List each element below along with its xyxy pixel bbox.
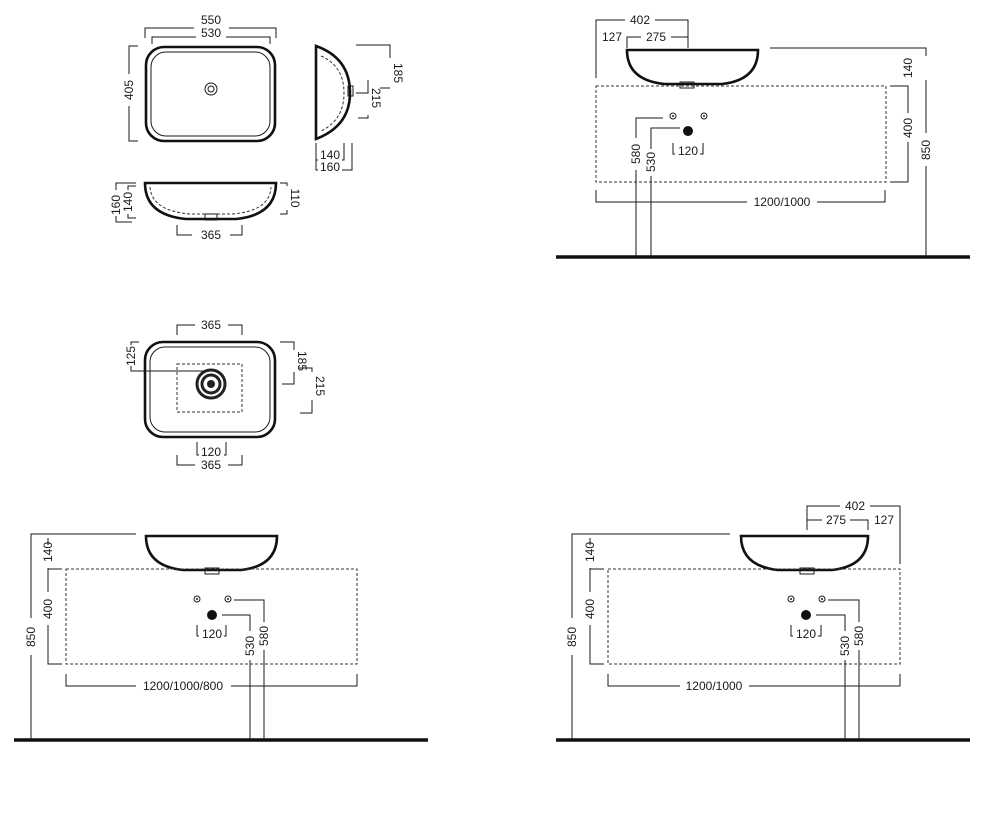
dim-ebr-402: 402 [845,499,865,513]
dim-ebr-530: 530 [838,636,852,656]
basin-elevation [625,48,760,86]
top-view: 550 530 405 [122,13,277,143]
waste-pipe-hole [801,610,811,620]
elevation-bottom-right: 402 275 127 850 140 400 530 580 120 1200… [556,499,970,742]
dim-front-160: 160 [109,195,123,215]
dim-etr-580: 580 [629,144,643,164]
dim-ebl-580: 580 [257,626,271,646]
dim-depth: 405 [122,80,136,100]
dim-overall-width: 550 [201,13,221,27]
dim-etr-850: 850 [919,140,933,160]
dim-ebl-140: 140 [41,542,55,562]
dim-drain-120: 120 [201,445,221,459]
dim-front-110: 110 [288,188,302,207]
basin-top-inner [150,51,271,137]
dim-ebr-127: 127 [874,513,894,527]
cabinet-outline [65,568,358,665]
dim-side-160: 160 [320,160,340,174]
dim-drain-365-bottom: 365 [201,458,221,472]
basin-top-outline [144,45,277,143]
dim-ebl-850: 850 [24,627,38,647]
basin-elevation [739,534,870,572]
basin-front-profile [143,181,278,221]
dim-front-365: 365 [201,228,221,242]
dim-ebr-400: 400 [583,599,597,619]
dim-etr-530: 530 [644,152,658,172]
dim-etr-120: 120 [678,144,698,158]
dim-etr-140: 140 [901,58,915,78]
dim-side-185: 185 [391,63,405,83]
side-view: 185 215 140 160 [314,44,405,174]
elevation-bottom-left: 850 140 400 530 580 120 1200/1000/800 [14,533,428,742]
dim-ebr-140: 140 [583,542,597,562]
drain-hole [204,82,218,96]
dim-front-140: 140 [121,192,135,212]
dim-etr-widths: 1200/1000 [754,195,811,209]
dim-ebr-275: 275 [826,513,846,527]
dim-ebl-400: 400 [41,599,55,619]
dim-side-215: 215 [369,88,383,108]
dim-drain-125: 125 [124,346,138,366]
dim-ebr-580: 580 [852,626,866,646]
dim-side-140: 140 [320,148,340,162]
basin-elevation [144,534,279,572]
dim-etr-402: 402 [630,13,650,27]
cabinet-outline [607,568,901,665]
dim-ebr-widths: 1200/1000 [686,679,743,693]
basin-side-profile [314,44,352,141]
dim-ebl-widths: 1200/1000/800 [143,679,223,693]
dim-ebr-850: 850 [565,627,579,647]
waste-pipe-hole [683,126,693,136]
cabinet-outline [595,85,887,183]
dim-ebr-120: 120 [796,627,816,641]
dim-etr-275: 275 [646,30,666,44]
drain-grate-icon [195,368,227,400]
front-view: 160 140 110 365 [109,181,302,242]
dim-inner-width: 530 [201,26,221,40]
dim-drain-215: 215 [313,376,327,396]
dim-ebl-530: 530 [243,636,257,656]
dim-etr-400: 400 [901,118,915,138]
drain-view: 365 125 185 215 120 365 [124,318,327,472]
dim-drain-185: 185 [295,351,309,371]
dim-drain-365-top: 365 [201,318,221,332]
dim-ebl-120: 120 [202,627,222,641]
basin-drain-outline [143,340,277,439]
elevation-top-right: 402 127 275 140 400 850 580 530 120 1200… [556,13,970,259]
dim-etr-127: 127 [602,30,622,44]
waste-pipe-hole [207,610,217,620]
